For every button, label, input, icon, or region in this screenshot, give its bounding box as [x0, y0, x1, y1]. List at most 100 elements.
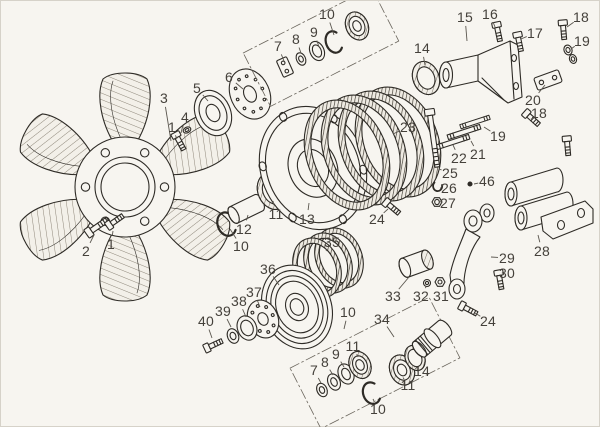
part-callout-5: 5 — [193, 80, 201, 96]
fan-hub — [74, 136, 176, 238]
leader-line-24 — [383, 208, 389, 214]
retaining-ring — [361, 381, 382, 405]
part-callout-34: 34 — [374, 311, 390, 327]
leader-line-36 — [272, 276, 280, 286]
cover-disc — [193, 89, 233, 137]
part-callout-2: 2 — [82, 243, 90, 259]
tension-lever — [448, 203, 495, 300]
leader-line-3 — [165, 106, 172, 142]
part-callout-19: 19 — [574, 33, 590, 49]
leader-line-7 — [280, 54, 285, 62]
retaining-ring — [324, 30, 344, 54]
part-callout-29: 29 — [499, 250, 515, 266]
leader-line-14 — [423, 56, 426, 66]
part-callout-12: 12 — [236, 221, 252, 237]
leader-line-1 — [175, 135, 178, 140]
leader-line-19 — [483, 126, 491, 132]
part-callout-8: 8 — [292, 31, 300, 47]
part-callout-40: 40 — [198, 313, 214, 329]
part-callout-37: 37 — [246, 284, 262, 300]
part-callout-11: 11 — [268, 206, 284, 222]
leader-line-11 — [272, 200, 275, 206]
leader-line-18 — [530, 118, 533, 120]
part-callout-19: 19 — [490, 128, 506, 144]
leader-line-38 — [242, 309, 247, 318]
part-callout-20: 20 — [525, 92, 541, 108]
part-callout-4: 4 — [181, 109, 189, 125]
leader-line-15 — [465, 25, 468, 42]
long-bolt — [423, 107, 441, 168]
retaining-ring — [216, 211, 237, 237]
leader-line-10 — [372, 398, 375, 402]
washer — [226, 328, 240, 344]
part-callout-17: 17 — [527, 25, 543, 41]
part-callout-15: 15 — [457, 9, 473, 25]
part-callout-39: 39 — [215, 303, 231, 319]
part-callout-28: 28 — [534, 243, 550, 259]
leader-line-9 — [316, 40, 320, 48]
part-callout-46: 46 — [479, 173, 495, 189]
part-callout-25: 25 — [442, 165, 458, 181]
part-callout-7: 7 — [274, 38, 282, 54]
part-callout-3: 3 — [160, 90, 168, 106]
leader-line-10 — [229, 228, 237, 239]
leader-line-17 — [520, 36, 527, 40]
part-callout-7: 7 — [310, 362, 318, 378]
leader-line-10 — [343, 320, 347, 330]
washer — [182, 126, 192, 134]
part-callout-14: 14 — [414, 40, 430, 56]
seal-ring — [411, 60, 441, 96]
part-callout-31: 31 — [433, 288, 449, 304]
ring — [236, 315, 258, 341]
washer — [316, 382, 328, 398]
leader-line-37 — [256, 300, 261, 308]
part-callout-35: 35 — [324, 234, 340, 250]
subassembly-box — [242, 1, 400, 107]
tension-bracket — [438, 40, 523, 104]
leader-line-16 — [492, 22, 496, 28]
fan-assembly — [13, 72, 237, 302]
part-callout-10: 10 — [340, 304, 356, 320]
leader-line-25 — [438, 168, 442, 171]
leader-line-6 — [235, 82, 244, 90]
leader-line-35 — [325, 249, 328, 252]
ring — [308, 40, 326, 62]
leader-line-28 — [537, 234, 541, 243]
support-bracket — [504, 167, 594, 240]
part-callout-21: 21 — [470, 146, 486, 162]
part-callout-9: 9 — [310, 24, 318, 40]
leader-line-34 — [386, 326, 395, 338]
part-callout-30: 30 — [499, 265, 515, 281]
part-callout-16: 16 — [482, 6, 498, 22]
leader-line-12 — [246, 214, 249, 221]
leader-line-7 — [317, 377, 322, 384]
leader-line-11 — [356, 354, 359, 358]
nut — [434, 277, 446, 287]
part-callout-13: 13 — [299, 211, 315, 227]
ball-bearing — [348, 350, 372, 380]
leader-line-32 — [424, 286, 427, 289]
part-callout-26: 26 — [441, 180, 457, 196]
part-callout-6: 6 — [225, 69, 233, 85]
part-callout-23: 23 — [400, 119, 416, 135]
part-callout-24: 24 — [369, 211, 385, 227]
leader-line-20 — [538, 84, 546, 94]
pin — [467, 181, 473, 187]
leader-line-8 — [329, 369, 334, 376]
part-callout-10: 10 — [319, 6, 335, 22]
leader-line-13 — [307, 202, 310, 211]
leader-line-24 — [474, 312, 481, 317]
leader-line-5 — [202, 94, 209, 102]
part-callout-22: 22 — [451, 150, 467, 166]
part-callout-36: 36 — [260, 261, 276, 277]
part-callout-38: 38 — [231, 293, 247, 309]
leader-line-18 — [566, 21, 574, 28]
drive-belts — [303, 86, 442, 211]
washer — [295, 52, 307, 66]
roller — [398, 249, 434, 278]
nut — [431, 197, 443, 207]
part-callout-24: 24 — [480, 313, 496, 329]
